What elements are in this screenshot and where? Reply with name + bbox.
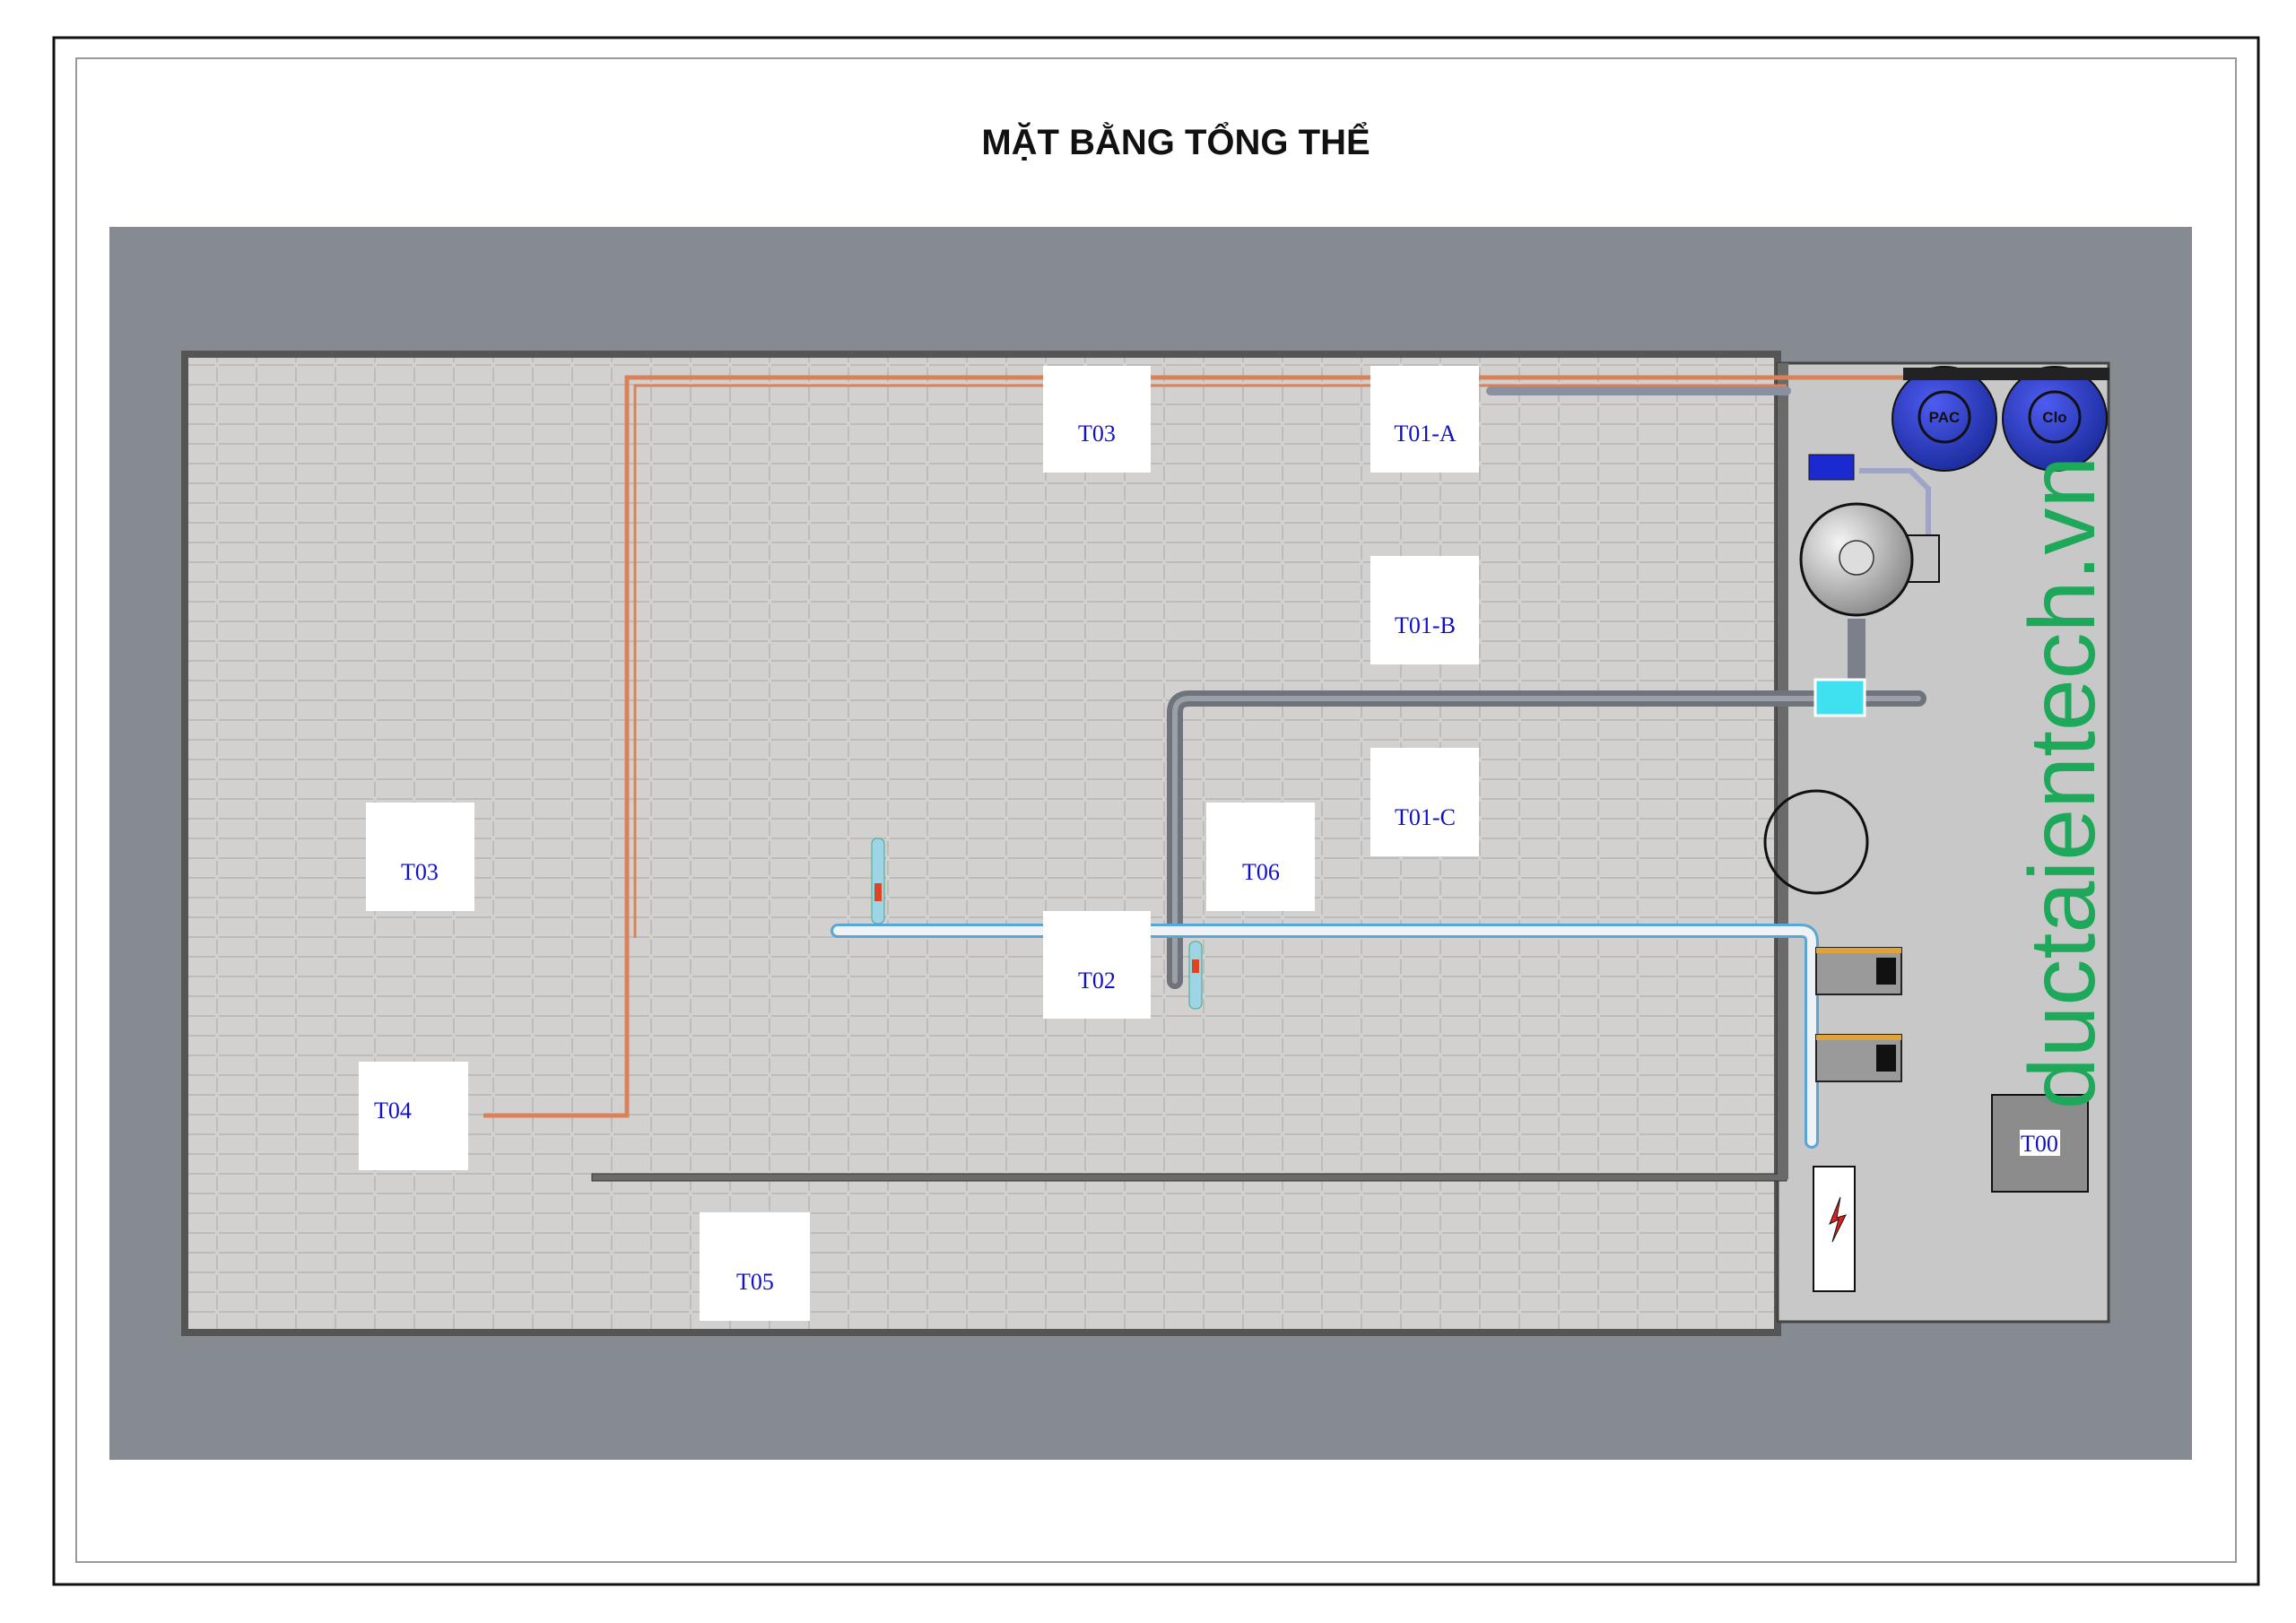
room-partition-wall — [1778, 363, 1788, 1179]
valve-assembly — [871, 838, 1203, 1010]
svg-text:T03: T03 — [401, 859, 439, 885]
tank-label-t01a[interactable]: T01-A — [1370, 366, 1479, 473]
interior-wall — [591, 1173, 1787, 1182]
svg-text:T05: T05 — [736, 1269, 774, 1295]
filter-pipe — [1859, 468, 1931, 538]
tank-label-t06[interactable]: T06 — [1206, 803, 1315, 911]
watermark-text: ductaientech.vn — [2011, 456, 2115, 1110]
svg-text:Clo: Clo — [2042, 409, 2066, 426]
tank-label-t05[interactable]: T05 — [700, 1212, 810, 1321]
pump-1[interactable] — [1815, 947, 1902, 995]
svg-text:T01-B: T01-B — [1395, 612, 1456, 638]
svg-text:T02: T02 — [1078, 968, 1116, 994]
svg-text:T01-C: T01-C — [1395, 804, 1456, 830]
outer-border — [52, 36, 2260, 1586]
svg-text:T00: T00 — [2021, 1131, 2058, 1157]
tank-label-t02[interactable]: T02 — [1043, 911, 1151, 1019]
pac-tank[interactable]: PAC — [1892, 366, 1997, 472]
electrical-panel[interactable] — [1813, 1166, 1856, 1292]
pump-2[interactable] — [1815, 1034, 1902, 1082]
flow-meter — [1813, 678, 1866, 717]
lightning-icon — [1829, 1196, 1847, 1243]
tank-label-t03-left[interactable]: T03 — [366, 803, 474, 911]
gray-main-pipe — [1167, 386, 1926, 989]
svg-text:T03: T03 — [1078, 421, 1116, 447]
tank-label-t04[interactable]: T04 — [359, 1062, 468, 1170]
tank-label-t03-top[interactable]: T03 — [1043, 366, 1151, 473]
tank-label-t01b[interactable]: T01-B — [1370, 556, 1479, 664]
tank-label-t00[interactable]: T00 — [1991, 1094, 2089, 1193]
clo-tank[interactable]: Clo — [2002, 366, 2108, 472]
svg-text:T04: T04 — [374, 1098, 412, 1124]
pressure-filter-tank[interactable] — [1799, 502, 1914, 617]
svg-text:T01-A: T01-A — [1394, 421, 1457, 447]
drawing-title: MẶT BẰNG TỔNG THỂ — [981, 120, 1370, 162]
svg-text:PAC: PAC — [1929, 409, 1961, 426]
light-water-pipe — [831, 924, 1819, 1149]
blower-motor-icon — [1808, 454, 1855, 481]
hose-reel[interactable] — [1763, 789, 1869, 895]
svg-text:T06: T06 — [1242, 859, 1280, 885]
dosing-rack — [1903, 368, 2109, 380]
inner-border — [75, 57, 2237, 1563]
tank-label-t01c[interactable]: T01-C — [1370, 748, 1479, 856]
